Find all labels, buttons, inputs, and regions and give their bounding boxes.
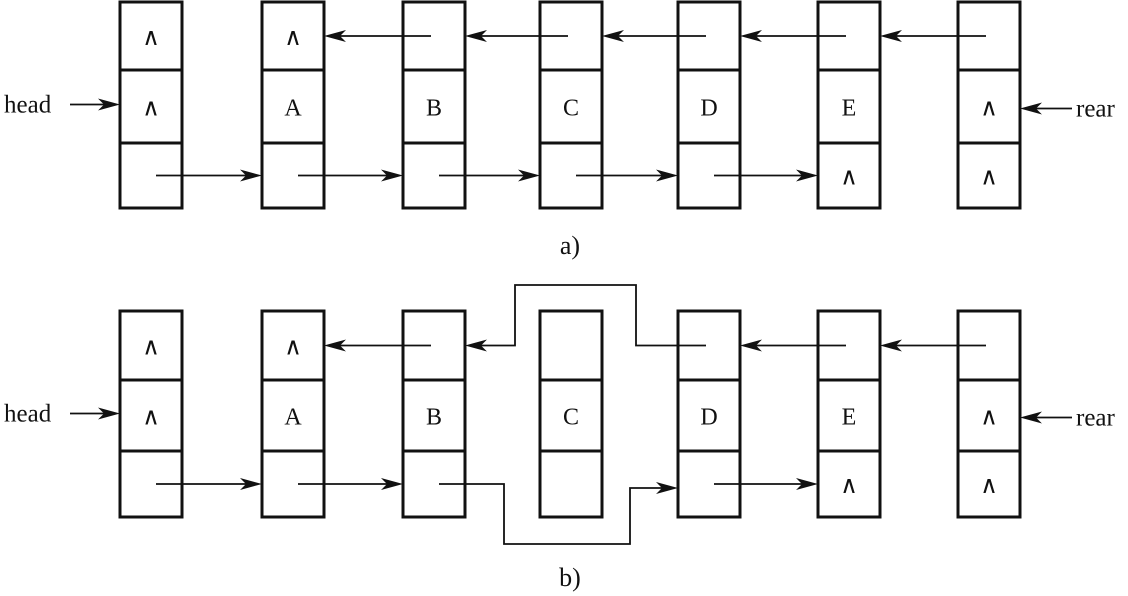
node-next-field: ∧ (980, 473, 998, 499)
node-box (260, 0, 326, 210)
head-arrowhead (98, 98, 120, 111)
list-node: ∧∧ (956, 309, 1022, 519)
prior-arrowhead (602, 30, 624, 42)
list-node: ∧A (260, 0, 326, 210)
node-box (676, 309, 742, 519)
rear-arrowhead (1020, 102, 1042, 115)
rear-arrowhead (1020, 411, 1042, 424)
node-box (118, 309, 184, 519)
node-data-field: B (426, 405, 442, 431)
node-data-field: ∧ (980, 405, 998, 431)
node-prior-field: ∧ (284, 25, 302, 51)
next-arrowhead (381, 169, 403, 182)
node-prior-field: ∧ (284, 335, 302, 361)
node-box (118, 0, 184, 210)
list-node: ∧∧ (118, 0, 184, 210)
list-node: C (538, 0, 604, 210)
next-arrowhead (518, 169, 540, 182)
rear-label: rear (1076, 405, 1116, 432)
head-label: head (4, 92, 52, 119)
prior-arrowhead (880, 30, 902, 42)
next-arrowhead (796, 478, 818, 490)
list-node: E∧ (816, 309, 882, 519)
next-arrowhead (656, 169, 678, 182)
rear-label: rear (1076, 96, 1116, 123)
node-next-field: ∧ (840, 165, 858, 191)
list-node: D (676, 0, 742, 210)
node-data-field: B (426, 96, 442, 122)
next-arrowhead (381, 478, 403, 490)
caption-b: b) (559, 563, 581, 592)
node-data-field: C (563, 96, 579, 122)
node-next-field: ∧ (840, 473, 858, 499)
node-data-field: ∧ (142, 96, 160, 122)
node-box (260, 309, 326, 519)
list-node: C (538, 309, 604, 519)
head-arrowhead (98, 407, 120, 420)
next-bypass-link (439, 483, 674, 545)
list-node: ∧∧ (118, 309, 184, 519)
prior-arrowhead (324, 30, 346, 42)
node-next-field: ∧ (980, 165, 998, 191)
node-data-field: A (284, 96, 302, 122)
prior-arrowhead (465, 339, 487, 352)
list-node: D (676, 309, 742, 519)
node-data-field: ∧ (142, 405, 160, 431)
list-node: ∧∧ (956, 0, 1022, 210)
prior-arrowhead (324, 339, 346, 352)
next-arrowhead (656, 482, 678, 494)
prior-arrowhead (465, 30, 487, 42)
head-label: head (4, 401, 52, 428)
list-node: ∧A (260, 309, 326, 519)
prior-arrowhead (880, 339, 902, 352)
next-arrowhead (240, 478, 262, 490)
node-data-field: A (284, 405, 302, 431)
node-data-field: D (700, 96, 717, 122)
prior-arrowhead (740, 30, 762, 42)
node-box (538, 309, 604, 519)
node-data-field: D (700, 405, 717, 431)
next-arrowhead (796, 169, 818, 182)
node-data-field: E (842, 96, 857, 122)
list-node: E∧ (816, 0, 882, 210)
prior-bypass-link (469, 284, 706, 347)
node-data-field: C (563, 405, 579, 431)
node-box (538, 0, 604, 210)
prior-arrowhead (740, 339, 762, 352)
node-data-field: E (842, 405, 857, 431)
list-node: B (401, 0, 467, 210)
node-prior-field: ∧ (142, 335, 160, 361)
next-arrowhead (240, 169, 262, 182)
list-node: B (401, 309, 467, 519)
node-prior-field: ∧ (142, 25, 160, 51)
caption-a: a) (560, 231, 580, 260)
node-data-field: ∧ (980, 96, 998, 122)
